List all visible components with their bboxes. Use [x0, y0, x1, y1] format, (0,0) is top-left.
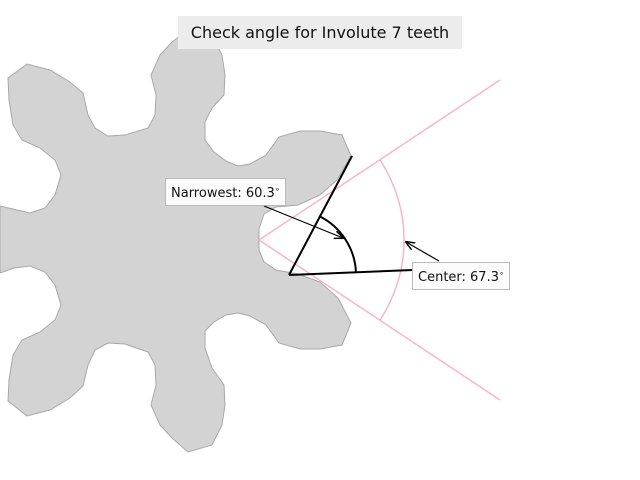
center-ray	[288, 269, 414, 276]
narrowest-arrow	[263, 205, 343, 238]
chart-title: Check angle for Involute 7 teeth	[178, 16, 462, 49]
narrowest-label: Narrowest: 60.3∘	[165, 178, 286, 206]
center-degree-symbol: ∘	[498, 269, 504, 278]
center-arrow	[406, 242, 440, 262]
lower-guide-line	[258, 239, 501, 401]
center-label-text: Center: 67.3	[418, 270, 499, 285]
upper-guide-line	[258, 79, 501, 241]
guide-arc	[379, 159, 405, 321]
angle-lines	[288, 155, 414, 276]
gear-shape	[0, 29, 352, 453]
guide-lines	[258, 79, 501, 401]
narrowest-ray	[288, 155, 353, 276]
angle-arc	[318, 215, 357, 274]
center-label: Center: 67.3∘	[412, 262, 510, 290]
narrowest-label-text: Narrowest: 60.3	[171, 186, 275, 201]
narrowest-degree-symbol: ∘	[274, 185, 280, 194]
